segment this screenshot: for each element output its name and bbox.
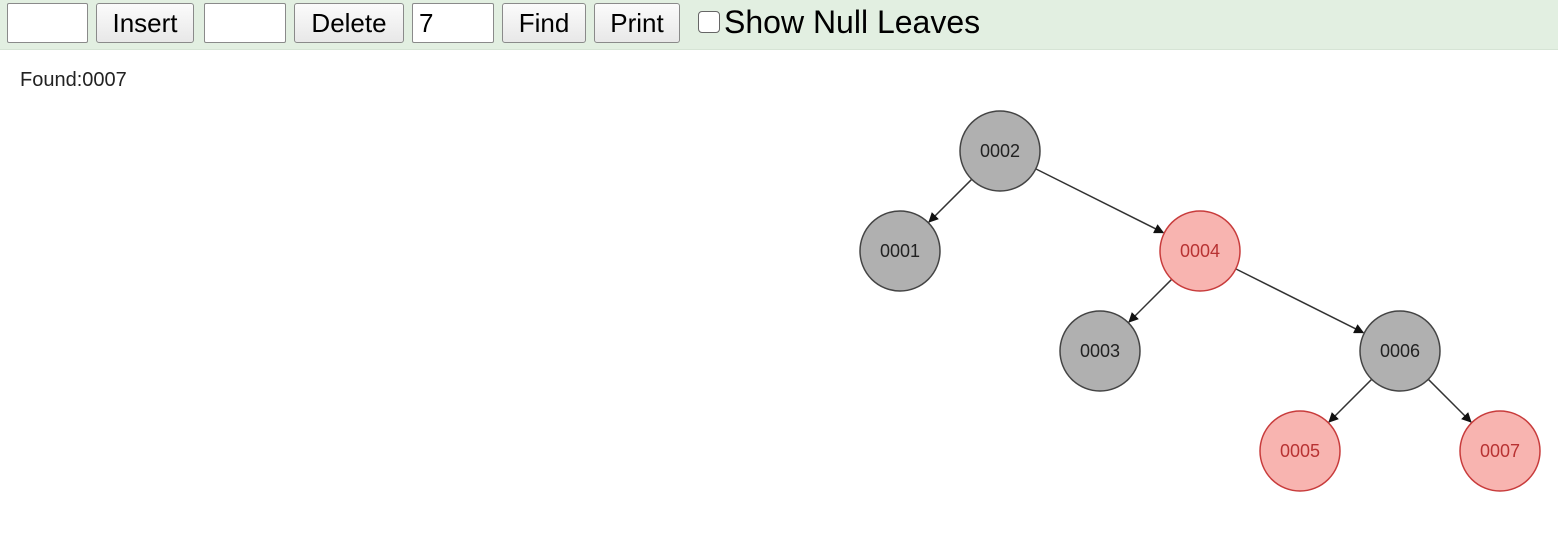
tree-node-0002: 0002 <box>959 110 1041 192</box>
delete-input[interactable] <box>204 3 286 43</box>
find-input[interactable] <box>412 3 494 43</box>
tree-node-0007: 0007 <box>1459 410 1541 492</box>
delete-button[interactable]: Delete <box>294 3 404 43</box>
tree-nodes: 0002 0001 0004 0003 0006 0005 0007 <box>859 110 1541 492</box>
toolbar: Insert Delete Find Print Show Null Leave… <box>0 0 1558 50</box>
tree-edge-0004-0006 <box>1235 268 1365 334</box>
tree-node-label: 0003 <box>1080 341 1120 361</box>
status-message: Found:0007 <box>20 69 127 91</box>
tree-node-circle <box>1159 210 1241 292</box>
tree-edge-0002-0004 <box>1035 168 1165 234</box>
tree-node-0001: 0001 <box>859 210 941 292</box>
tree-node-circle <box>1059 310 1141 392</box>
tree-edges <box>928 168 1472 423</box>
tree-node-circle <box>1359 310 1441 392</box>
show-null-leaves-checkbox[interactable] <box>698 11 720 33</box>
tree-node-0003: 0003 <box>1059 310 1141 392</box>
tree-node-0005: 0005 <box>1259 410 1341 492</box>
tree-node-circle <box>1259 410 1341 492</box>
tree-node-label: 0006 <box>1380 341 1420 361</box>
tree-node-circle <box>1459 410 1541 492</box>
tree-node-label: 0005 <box>1280 441 1320 461</box>
tree-node-circle <box>959 110 1041 192</box>
tree-edge-0004-0003 <box>1128 278 1173 323</box>
tree-node-label: 0004 <box>1180 241 1220 261</box>
find-button[interactable]: Find <box>502 3 586 43</box>
tree-node-label: 0007 <box>1480 441 1520 461</box>
show-null-leaves-label: Show Null Leaves <box>724 3 981 40</box>
tree-node-circle <box>859 210 941 292</box>
tree-node-0006: 0006 <box>1359 310 1441 392</box>
tree-node-0004: 0004 <box>1159 210 1241 292</box>
show-null-leaves-toggle[interactable]: Show Null Leaves <box>697 4 980 40</box>
print-button[interactable]: Print <box>594 3 680 43</box>
tree-edge-0002-0001 <box>928 178 973 223</box>
tree-edge-0006-0005 <box>1328 378 1373 423</box>
tree-node-label: 0001 <box>880 241 920 261</box>
tree-node-label: 0002 <box>980 141 1020 161</box>
insert-button[interactable]: Insert <box>96 3 194 43</box>
insert-input[interactable] <box>7 3 88 43</box>
tree-edge-0006-0007 <box>1427 378 1472 423</box>
